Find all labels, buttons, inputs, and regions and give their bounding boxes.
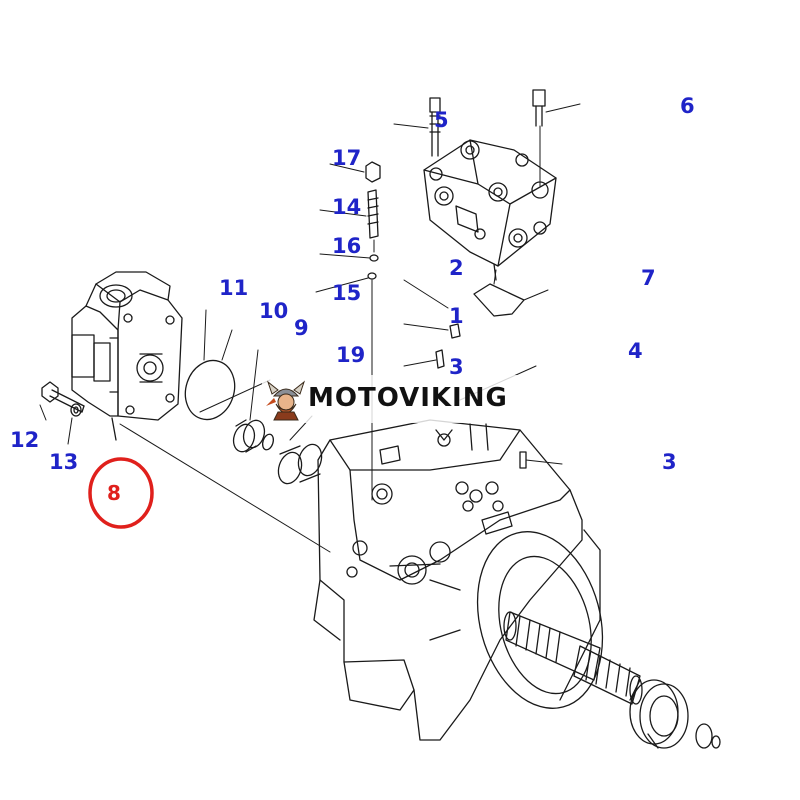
- callout-19: 19: [336, 343, 366, 367]
- cap-screw-part: [393, 97, 441, 157]
- bearing-ring-part: [232, 349, 266, 453]
- callout-14: 14: [332, 195, 362, 219]
- callout-6: 6: [680, 94, 695, 118]
- callout-8-highlighted: 8: [107, 481, 121, 505]
- dowel-pin-part: [519, 451, 563, 469]
- snap-ring-part: [261, 433, 275, 451]
- callout-17: 17: [332, 146, 362, 170]
- o-ring-small-part: [319, 253, 379, 262]
- callout-7: 7: [641, 266, 656, 290]
- callout-15: 15: [332, 281, 362, 305]
- viking-mascot-icon: [266, 380, 306, 421]
- highlight-circle: [88, 457, 154, 529]
- pump-housing-part: [313, 419, 604, 741]
- callout-2: 2: [449, 256, 464, 280]
- cap-screw-part: [532, 89, 581, 187]
- gasket-part: [473, 269, 549, 317]
- callout-12: 12: [10, 428, 40, 452]
- callout-3-lower: 3: [662, 450, 677, 474]
- plug-part: [329, 161, 381, 183]
- washer-part: [67, 403, 82, 445]
- callout-1: 1: [449, 304, 464, 328]
- callout-16: 16: [332, 234, 362, 258]
- bearing-part: [629, 679, 721, 749]
- pin-part: [403, 279, 461, 339]
- watermark-banner: [262, 375, 534, 423]
- callout-3-upper: 3: [449, 355, 464, 379]
- callout-13: 13: [49, 450, 79, 474]
- drive-shaft-part: [503, 611, 643, 705]
- callout-9: 9: [294, 316, 309, 340]
- callout-11: 11: [219, 276, 249, 300]
- watermark-text: MOTOVIKING: [308, 383, 508, 413]
- callout-4: 4: [628, 339, 643, 363]
- callout-5: 5: [434, 108, 449, 132]
- o-ring-part: [184, 309, 236, 421]
- spool-part: [319, 189, 379, 253]
- end-cover-part: [71, 271, 183, 441]
- bolt-part: [39, 381, 85, 421]
- control-valve-block: [423, 139, 557, 281]
- callout-10: 10: [259, 299, 289, 323]
- bushing-part: [277, 415, 323, 485]
